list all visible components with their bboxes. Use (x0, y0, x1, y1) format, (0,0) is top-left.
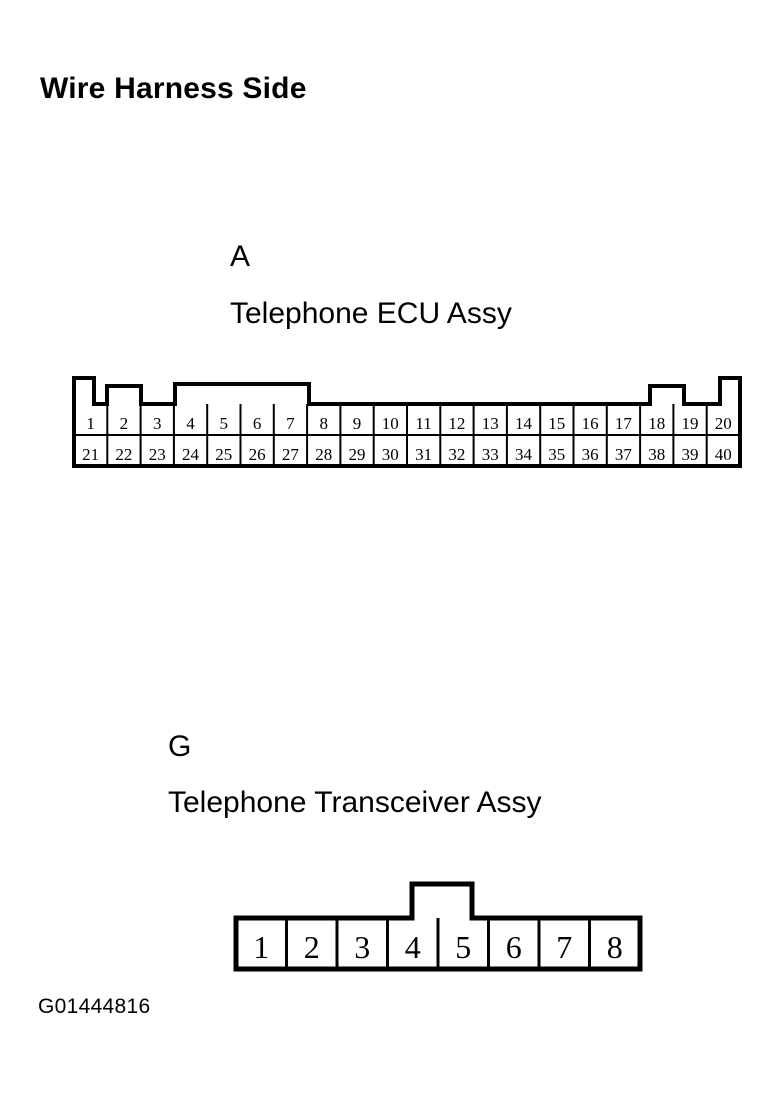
pin-label: 6 (506, 929, 522, 965)
connector-g-column-dividers (285, 918, 591, 969)
pin-label: 21 (82, 445, 99, 464)
connector-a-outline (72, 376, 742, 468)
connector-a-diagram: 1 2 3 4 5 6 7 8 9 10 11 12 13 14 15 16 1… (72, 376, 742, 472)
pin-label: 37 (615, 445, 633, 464)
connector-g-svg: 1 2 3 4 5 6 7 8 (233, 881, 643, 972)
pin-label: 30 (382, 445, 399, 464)
pin-label: 23 (149, 445, 166, 464)
pin-label: 3 (354, 929, 370, 965)
pin-label: 26 (249, 445, 266, 464)
pin-label: 28 (315, 445, 332, 464)
pin-label: 4 (405, 929, 421, 965)
pin-label: 38 (648, 445, 665, 464)
pin-label: 27 (282, 445, 300, 464)
pin-label: 31 (415, 445, 432, 464)
pin-label: 3 (153, 414, 162, 433)
pin-label: 10 (382, 414, 399, 433)
pin-label: 7 (286, 414, 295, 433)
figure-id: G01444816 (38, 995, 151, 1018)
pin-label: 14 (515, 414, 533, 433)
connector-a-column-dividers (106, 404, 708, 466)
pin-label: 2 (120, 414, 128, 433)
pin-label: 5 (220, 414, 229, 433)
pin-label: 22 (115, 445, 132, 464)
connector-g-name: Telephone Transceiver Assy (168, 786, 542, 819)
pin-label: 32 (448, 445, 465, 464)
pin-label: 19 (682, 414, 699, 433)
pin-label: 13 (482, 414, 499, 433)
pin-label: 17 (615, 414, 633, 433)
pin-label: 11 (415, 414, 431, 433)
connector-a-name: Telephone ECU Assy (230, 297, 512, 330)
pin-label: 29 (349, 445, 366, 464)
connector-g-diagram: 1 2 3 4 5 6 7 8 (232, 876, 652, 976)
pin-label: 24 (182, 445, 200, 464)
pin-label: 35 (548, 445, 565, 464)
pin-label: 12 (448, 414, 465, 433)
pin-label: 15 (548, 414, 565, 433)
pin-label: 25 (215, 445, 232, 464)
pin-label: 8 (319, 414, 328, 433)
pin-label: 40 (715, 445, 732, 464)
pin-label: 8 (607, 929, 623, 965)
pin-label: 9 (353, 414, 362, 433)
pin-label: 34 (515, 445, 533, 464)
pin-label: 16 (582, 414, 599, 433)
pin-label: 2 (304, 929, 320, 965)
pin-label: 33 (482, 445, 499, 464)
connector-a-bottom-row: 21 22 23 24 25 26 27 28 29 30 31 32 33 3… (82, 445, 732, 464)
connector-g-outline (233, 881, 643, 972)
pin-label: 20 (715, 414, 732, 433)
connector-g-pin-row: 1 2 3 4 5 6 7 8 (253, 929, 623, 965)
pin-label: 4 (186, 414, 195, 433)
page-title: Wire Harness Side (40, 72, 307, 105)
connector-g-code: G (168, 730, 192, 763)
pin-label: 39 (682, 445, 699, 464)
connector-a-top-row: 1 2 3 4 5 6 7 8 9 10 11 12 13 14 15 16 1… (86, 414, 731, 433)
connector-a-svg: 1 2 3 4 5 6 7 8 9 10 11 12 13 14 15 16 1… (72, 376, 742, 468)
pin-label: 1 (253, 929, 269, 965)
connector-a-code: A (230, 240, 251, 273)
pin-label: 18 (648, 414, 665, 433)
pin-label: 6 (253, 414, 262, 433)
pin-label: 7 (556, 929, 572, 965)
pin-label: 36 (582, 445, 599, 464)
pin-label: 5 (455, 929, 471, 965)
pin-label: 1 (86, 414, 95, 433)
